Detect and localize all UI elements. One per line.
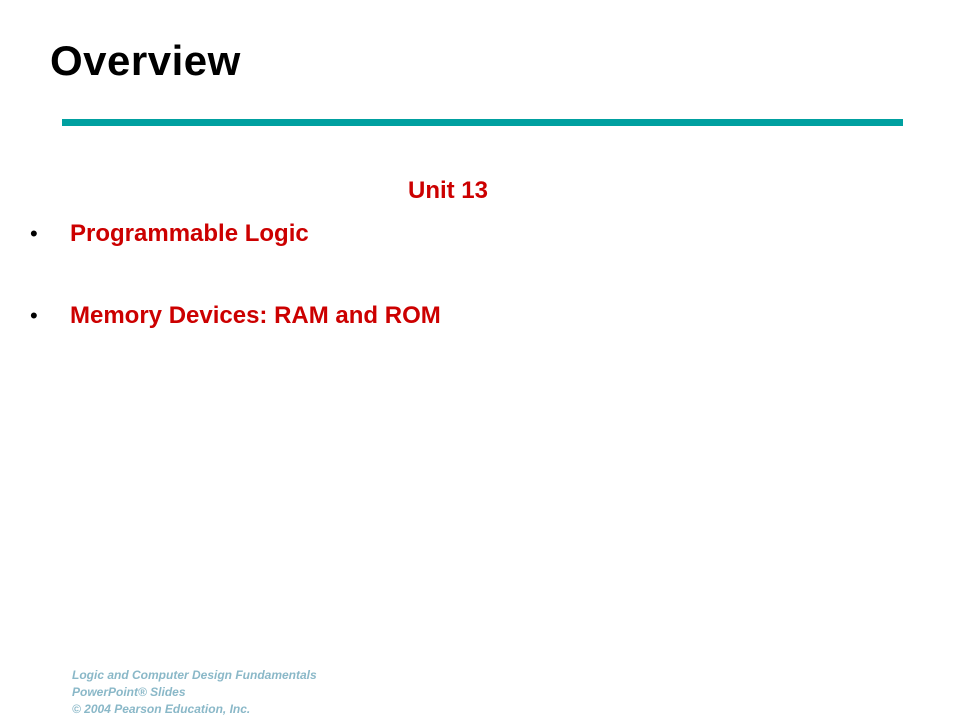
footer-line-copyright: © 2004 Pearson Education, Inc. [72, 702, 251, 716]
footer-credits: Logic and Computer Design Fundamentals P… [72, 667, 317, 718]
list-item: • Programmable Logic [30, 220, 441, 258]
bullet-text-memory-devices: Memory Devices: RAM and ROM [70, 302, 441, 329]
slide-title: Overview [50, 37, 241, 84]
bullet-list: • Programmable Logic • Memory Devices: R… [30, 220, 441, 384]
bullet-icon: • [30, 303, 38, 328]
bullet-icon: • [30, 221, 38, 246]
title-divider [62, 119, 903, 126]
footer-line-book: Logic and Computer Design Fundamentals [72, 668, 317, 682]
bullet-text-programmable-logic: Programmable Logic [70, 220, 309, 247]
unit-heading: Unit 13 [407, 177, 488, 204]
list-item: • Memory Devices: RAM and ROM [30, 302, 441, 340]
footer-line-slides: PowerPoint® Slides [72, 685, 186, 699]
